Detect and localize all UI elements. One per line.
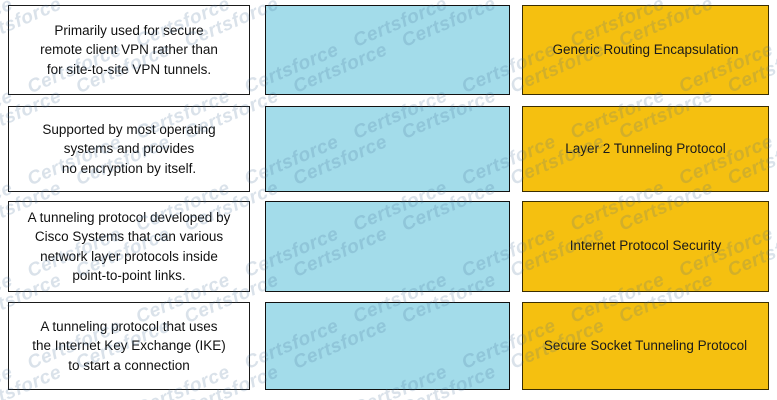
answer-card-3[interactable]: Internet Protocol Security: [522, 201, 769, 292]
description-card-1-label: Primarily used for secure remote client …: [40, 23, 218, 77]
description-card-4-label: A tunneling protocol that uses the Inter…: [32, 319, 226, 373]
description-card-2-label: Supported by most operating systems and …: [42, 122, 216, 176]
answer-card-4[interactable]: Secure Socket Tunneling Protocol: [522, 302, 769, 390]
answer-card-4-label: Secure Socket Tunneling Protocol: [543, 337, 748, 353]
dropzone-4[interactable]: [265, 302, 510, 390]
dropzone-1[interactable]: [265, 5, 510, 95]
answer-card-2[interactable]: Layer 2 Tunneling Protocol: [522, 106, 769, 192]
description-card-1[interactable]: Primarily used for secure remote client …: [8, 5, 250, 95]
description-card-4[interactable]: A tunneling protocol that uses the Inter…: [8, 302, 250, 390]
answer-card-3-label: Internet Protocol Security: [569, 238, 722, 254]
description-card-2[interactable]: Supported by most operating systems and …: [8, 106, 250, 192]
description-card-3[interactable]: A tunneling protocol developed by Cisco …: [8, 201, 250, 292]
answer-card-1-label: Generic Routing Encapsulation: [552, 41, 739, 57]
answer-card-1[interactable]: Generic Routing Encapsulation: [522, 5, 769, 95]
description-card-3-label: A tunneling protocol developed by Cisco …: [27, 210, 231, 283]
answer-card-2-label: Layer 2 Tunneling Protocol: [565, 140, 726, 156]
dropzone-2[interactable]: [265, 106, 510, 192]
dropzone-3[interactable]: [265, 201, 510, 292]
